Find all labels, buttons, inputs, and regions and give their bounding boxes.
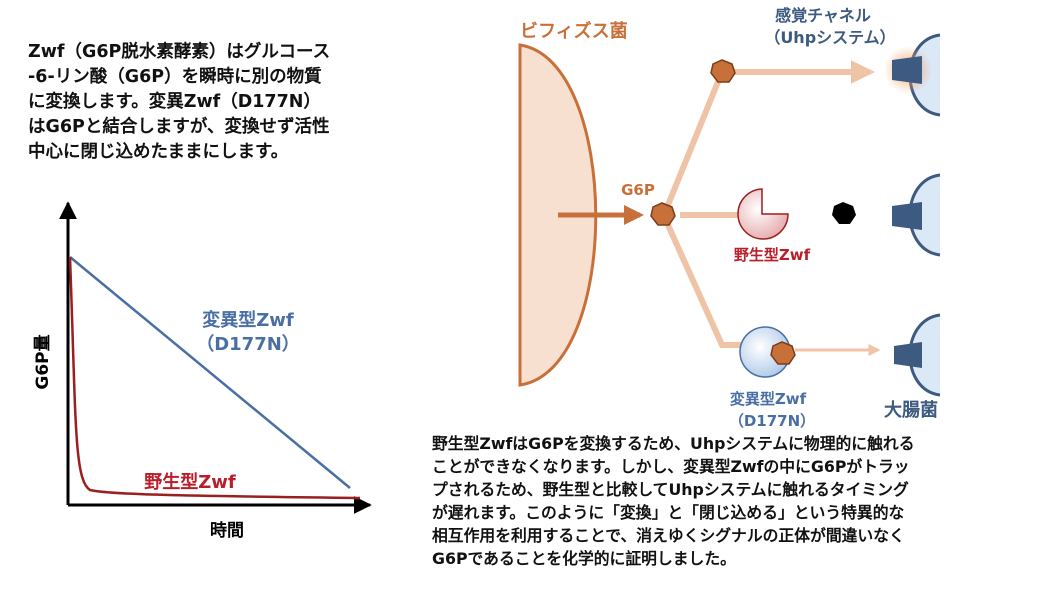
y-axis-label: G6P量	[32, 334, 53, 389]
intro-line: -6-リン酸（G6P）を瞬時に別の物質	[28, 67, 322, 87]
explain-line: 野生型ZwfはG6Pを変換するため、Uhpシステムに物理的に触れる	[432, 434, 915, 453]
intro-line: 中心に閉じ込めたままにします。	[28, 142, 289, 162]
ecoli-label: 大腸菌	[884, 399, 938, 421]
explanation-text: 野生型ZwfはG6Pを変換するため、Uhpシステムに物理的に触れる ことができな…	[432, 432, 1032, 570]
intro-line: に変換します。変異Zwf（D177N）	[28, 92, 321, 112]
branch-bottom	[665, 223, 745, 348]
g6p-label: G6P	[621, 181, 655, 199]
channel-label: 感覚チャネル	[775, 6, 871, 25]
converted-product	[832, 202, 856, 224]
g6p-molecule-center	[650, 202, 676, 226]
bifido-cell	[518, 43, 598, 387]
explain-line: ことができなくなります。しかし、変異型Zwfの中にG6Pがトラッ	[432, 457, 910, 476]
wildtype-zwf-enzyme	[737, 188, 789, 240]
diagram-mutant-label: 変異型Zwf	[730, 390, 807, 408]
explain-line: プされるため、野生型と比較してUhpシステムに触れるタイミング	[432, 480, 909, 499]
graph-mutant-label-sub: （D177N）	[196, 334, 300, 355]
explain-line: G6Pであることを化学的に証明しました。	[432, 549, 736, 568]
intro-line: Zwf（G6P脱水素酵素）はグルコース	[28, 42, 331, 62]
diagram-mutant-label-sub: （D177N）	[729, 412, 815, 430]
graph-mutant-label: 変異型Zwf	[202, 309, 294, 331]
branch-top	[665, 60, 875, 207]
g6p-trapped	[770, 341, 796, 365]
mutant-curve	[69, 256, 351, 489]
uhp-channel-bottom	[894, 342, 922, 368]
g6p-molecule-top	[710, 59, 736, 83]
ecoli-cells	[884, 33, 941, 397]
graph-wildtype-label: 野生型Zwf	[144, 471, 236, 493]
explain-line: 相互作用を利用することで、消えゆくシグナルの正体が間違いなく	[432, 526, 905, 545]
explain-line: が遅れます。このように「変換」と「閉じ込める」という特異的な	[432, 503, 905, 522]
uhp-channel-top	[892, 56, 922, 84]
wildtype-curve	[68, 256, 361, 500]
intro-line: はG6Pと結合しますが、変換せず活性	[28, 117, 330, 137]
uhp-channel-mid	[892, 202, 922, 230]
diagram-wildtype-label: 野生型Zwf	[734, 246, 811, 264]
intro-text: Zwf（G6P脱水素酵素）はグルコース -6-リン酸（G6P）を瞬時に別の物質 …	[28, 40, 418, 165]
x-axis-label: 時間	[210, 520, 244, 541]
bifido-label: ビフィズス菌	[520, 20, 628, 42]
channel-label-sub: （Uhpシステム）	[764, 28, 895, 47]
